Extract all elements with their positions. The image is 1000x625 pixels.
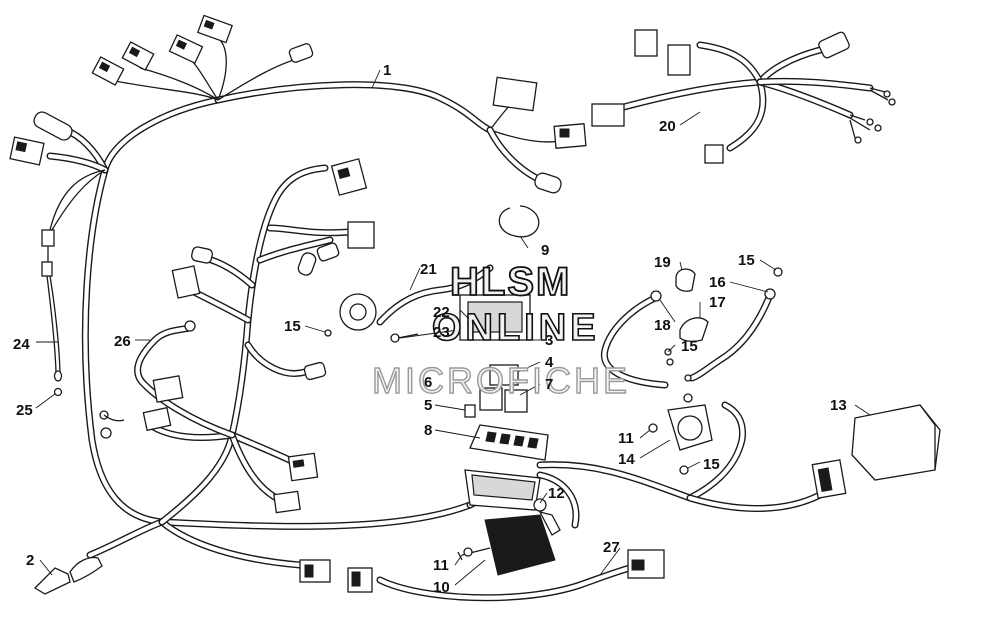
callout-23: 23 [433, 324, 450, 341]
callout-4: 4 [545, 354, 554, 371]
callout-11-right: 11 [618, 430, 634, 447]
screws [390, 333, 473, 557]
watermark-line-3: MICROFICHE [372, 360, 630, 401]
ecu-13 [811, 404, 941, 499]
callout-21: 21 [420, 261, 437, 278]
callout-15-left: 15 [284, 318, 301, 335]
callout-19: 19 [654, 254, 671, 271]
harness-right [376, 264, 824, 529]
callout-3: 3 [545, 332, 553, 349]
connector-27 [347, 549, 665, 593]
callout-11-bottom: 11 [433, 557, 449, 574]
callout-17: 17 [709, 294, 726, 311]
callout-15-lower: 15 [703, 456, 720, 473]
callout-12: 12 [548, 485, 565, 502]
circlip-9 [498, 205, 540, 238]
solenoid-14 [648, 348, 713, 475]
relay-and-fuse-parts [339, 293, 549, 511]
callout-5: 5 [424, 397, 432, 414]
connector-cluster-left [9, 111, 73, 397]
callout-18: 18 [654, 317, 671, 334]
callout-labels: 1 2 3 4 5 6 7 8 9 10 11 11 12 13 14 15 1… [13, 62, 847, 596]
boots-17-19 [650, 267, 783, 342]
watermark-line-1: HLSM [450, 260, 571, 304]
callout-27: 27 [603, 539, 620, 556]
watermark: HLSM ONLINE MICROFICHE [371, 259, 630, 402]
callout-2: 2 [26, 552, 34, 569]
connectors-harness-20 [591, 29, 896, 164]
callout-1: 1 [383, 62, 391, 79]
callout-8: 8 [424, 422, 432, 439]
callout-10: 10 [433, 579, 450, 596]
callout-6: 6 [424, 374, 432, 391]
callout-15-mid: 15 [681, 338, 698, 355]
terminal-2 [33, 556, 103, 595]
connectors-harness-26 [99, 158, 375, 583]
callout-15-top-right: 15 [738, 252, 755, 269]
callout-7: 7 [545, 376, 553, 393]
callout-20: 20 [659, 118, 676, 135]
regulator-10 [457, 498, 561, 576]
watermark-line-2: ONLINE [432, 307, 600, 349]
connectors-top-right-harness-1 [492, 76, 587, 194]
callout-16: 16 [709, 274, 726, 291]
callout-25: 25 [16, 402, 33, 419]
callout-13: 13 [830, 397, 847, 414]
harness-20 [616, 41, 889, 152]
callout-26: 26 [114, 333, 131, 350]
callout-22: 22 [433, 304, 450, 321]
callout-9: 9 [541, 242, 549, 259]
leader-lines [35, 69, 871, 586]
callout-24: 24 [13, 336, 30, 353]
callout-14: 14 [618, 451, 635, 468]
connector-cluster-top-left [91, 14, 314, 86]
